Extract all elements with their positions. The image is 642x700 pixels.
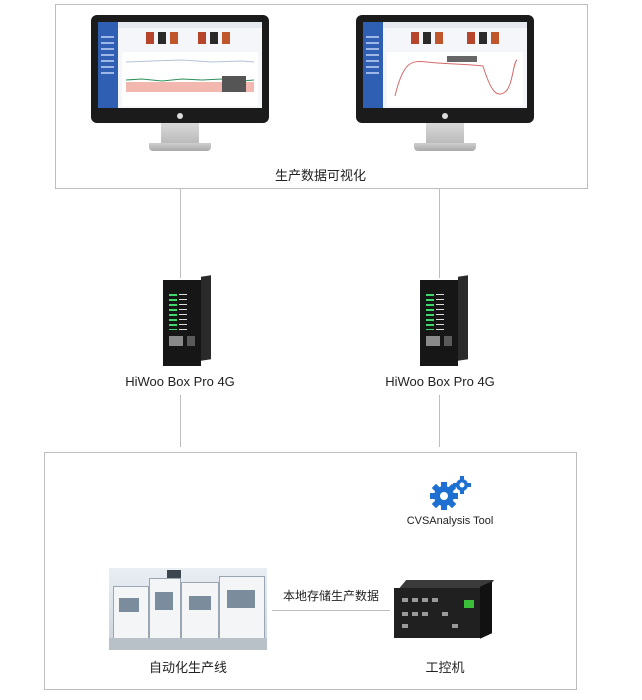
gears-icon — [428, 476, 474, 512]
monitor-right-icon — [356, 15, 534, 165]
connector-line — [180, 395, 181, 447]
gateway-device-icon — [163, 275, 213, 366]
connector-line — [180, 188, 181, 278]
connection-label: 本地存储生产数据 — [282, 589, 379, 603]
gateway-label: HiWoo Box Pro 4G — [125, 374, 235, 389]
industrial-pc-label: 工控机 — [425, 660, 465, 675]
production-line-label: 自动化生产线 — [148, 660, 227, 675]
monitor-left-icon — [91, 15, 269, 165]
connector-line — [439, 188, 440, 278]
visualization-caption: 生产数据可视化 — [274, 168, 366, 183]
gateway-device-icon — [420, 275, 470, 366]
factory-photo — [109, 568, 267, 650]
industrial-pc-icon — [394, 578, 495, 640]
tool-label: CVSAnalysis Tool — [406, 515, 494, 527]
gateway-label: HiWoo Box Pro 4G — [385, 374, 495, 389]
connector-line — [272, 610, 390, 611]
connector-line — [439, 395, 440, 447]
